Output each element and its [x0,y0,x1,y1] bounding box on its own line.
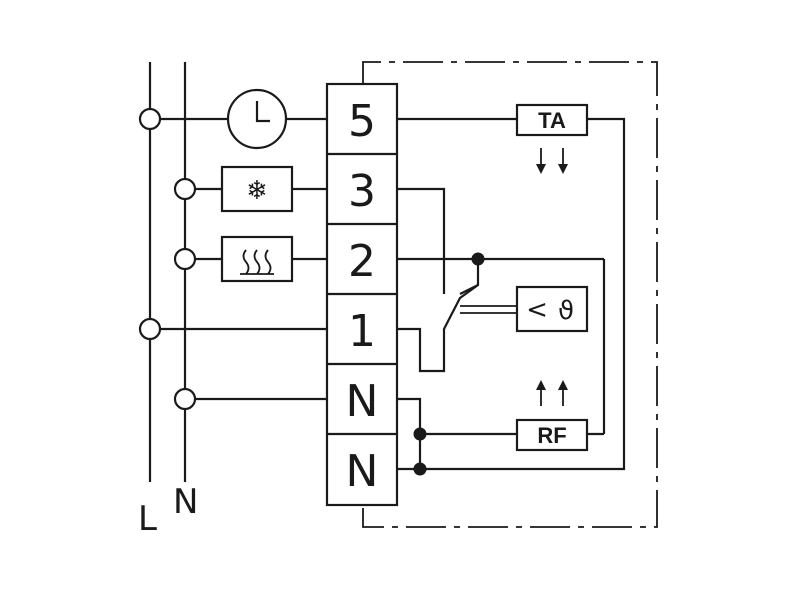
changeover-switch: < ϑ [397,187,606,434]
terminal-1-label: 1 [348,306,376,357]
cooling-row: ❄ [173,165,327,213]
neutral-bus-terminal [173,177,197,201]
terminal-block: 5 3 2 1 N N [325,82,399,507]
down-arrows-icon [536,148,568,174]
neutral-bus-label: N [173,482,198,522]
ta-sensor-label: TA [538,108,566,133]
heating-row [173,235,327,283]
neutral-bus-terminal [173,247,197,271]
neutral-row [173,387,327,411]
line-bus-terminal [138,107,162,131]
ta-sensor-box [515,103,589,137]
junction-dot [413,427,427,441]
svg-text:<: < [526,295,548,325]
terminal-5-label: 5 [348,96,376,147]
cooling-load-box [220,165,294,213]
junction-dot [413,462,427,476]
rf-sensor-box [515,418,589,452]
heating-icon [240,249,274,275]
ta-circuit: TA [397,103,626,471]
terminal-n1-label: N [346,376,379,427]
housing-outline [362,61,658,528]
junction-dot [471,252,485,266]
svg-text:ϑ: ϑ [558,296,574,326]
thermostat-sensor-box [515,285,589,333]
up-arrows-icon [536,380,568,406]
rf-sensor-label: RF [537,423,566,448]
line-bus-terminal [138,317,162,341]
terminal-1-row [138,317,327,341]
clock-row [138,88,327,150]
neutral-bus-terminal [173,387,197,411]
snowflake-icon: ❄ [246,176,268,206]
thermostat-sensor-icon: < ϑ [526,295,574,326]
terminal-3-label: 3 [348,166,376,217]
line-bus-label: L [138,499,157,539]
rf-circuit: RF [397,380,604,476]
clock-icon [226,88,288,150]
terminal-2-label: 2 [348,236,376,287]
terminal-n2-label: N [346,446,379,497]
